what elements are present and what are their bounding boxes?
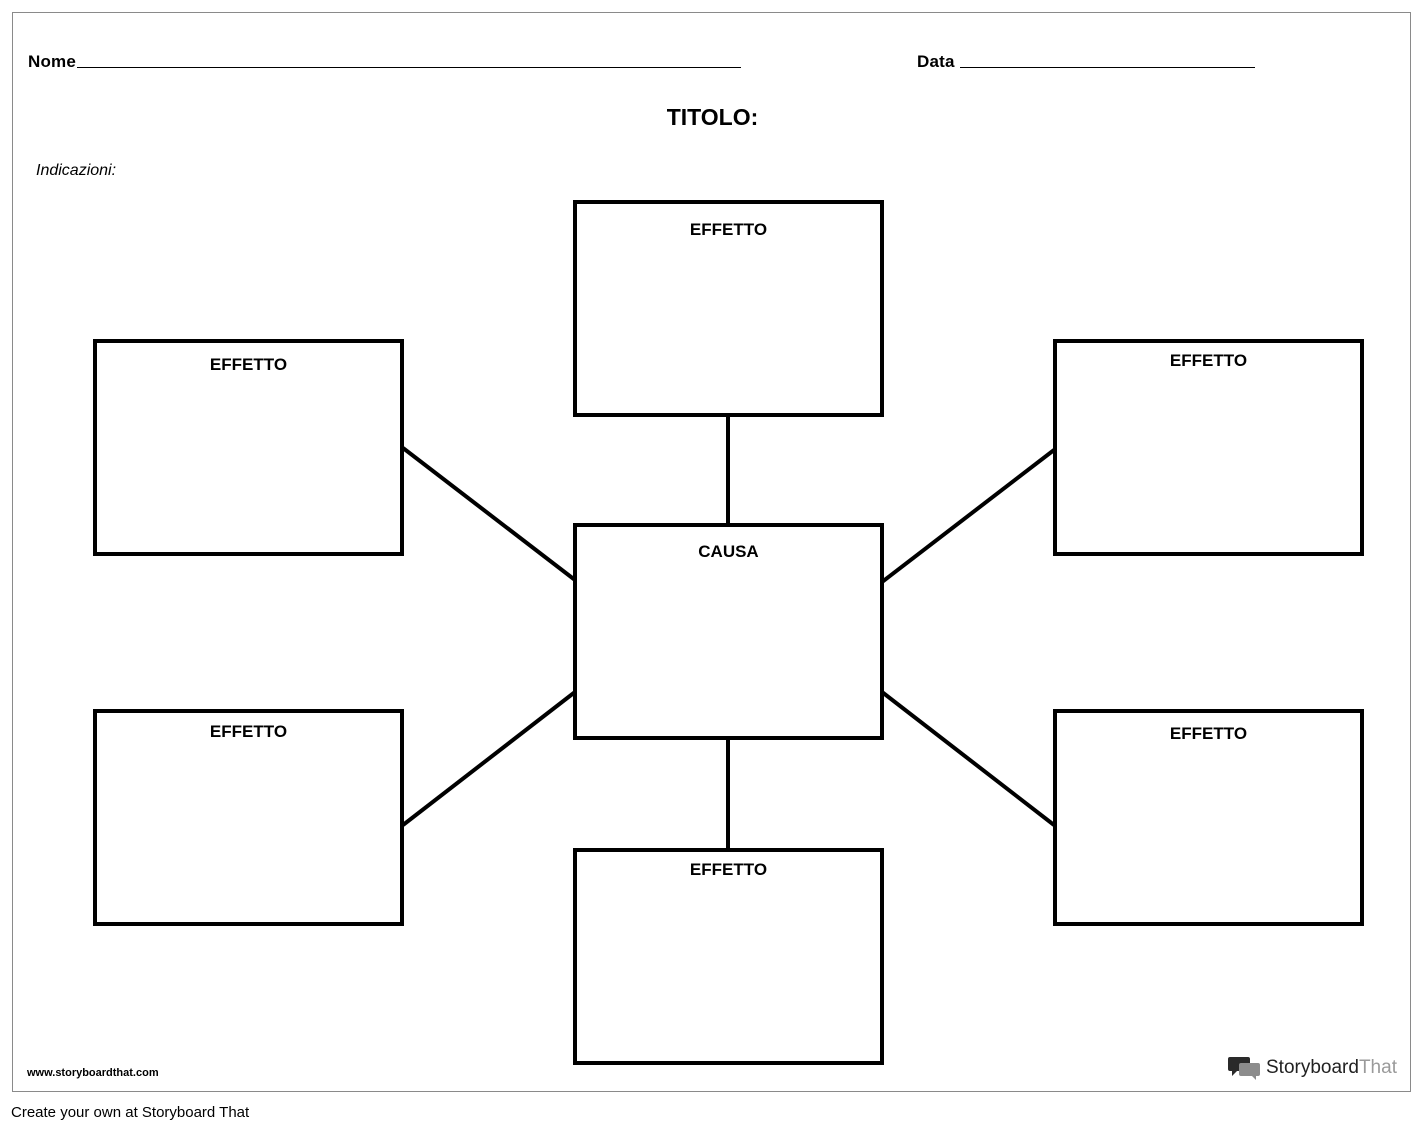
date-label: Data — [917, 52, 955, 71]
brand-name-light: That — [1358, 1057, 1397, 1078]
effect-label: EFFETTO — [209, 722, 288, 741]
connector-lower-right — [880, 690, 1056, 827]
date-line — [960, 67, 1255, 68]
footer-url: www.storyboardthat.com — [27, 1067, 159, 1079]
effect-box-upper-right: EFFETTO — [1053, 339, 1364, 556]
name-line — [77, 67, 741, 68]
effect-box-top: EFFETTO — [573, 200, 884, 417]
indications-label: Indicazioni: — [36, 162, 117, 179]
brand-name-dark: Storyboard — [1266, 1057, 1359, 1078]
connector-upper-left — [401, 446, 577, 582]
connector-lower-left — [401, 690, 577, 827]
cause-box-center: CAUSA — [573, 523, 884, 740]
effect-box-lower-left: EFFETTO — [93, 709, 404, 926]
effect-box-lower-right: EFFETTO — [1053, 709, 1364, 926]
effect-label: EFFETTO — [209, 355, 288, 374]
effect-box-bottom: EFFETTO — [573, 848, 884, 1065]
name-label: Nome — [28, 52, 77, 71]
effect-label: EFFETTO — [689, 220, 768, 239]
effect-label: EFFETTO — [1169, 724, 1248, 743]
page-title: TITOLO: — [666, 104, 759, 130]
speech-bubbles-icon — [1228, 1057, 1260, 1080]
effect-label: EFFETTO — [1169, 351, 1248, 370]
cause-label: CAUSA — [698, 542, 759, 561]
storyboardthat-logo: StoryboardThat — [1228, 1054, 1397, 1082]
footer-caption: Create your own at Storyboard That — [11, 1104, 250, 1121]
effect-label: EFFETTO — [689, 860, 768, 879]
connector-upper-right — [880, 448, 1056, 584]
effect-box-upper-left: EFFETTO — [93, 339, 404, 556]
